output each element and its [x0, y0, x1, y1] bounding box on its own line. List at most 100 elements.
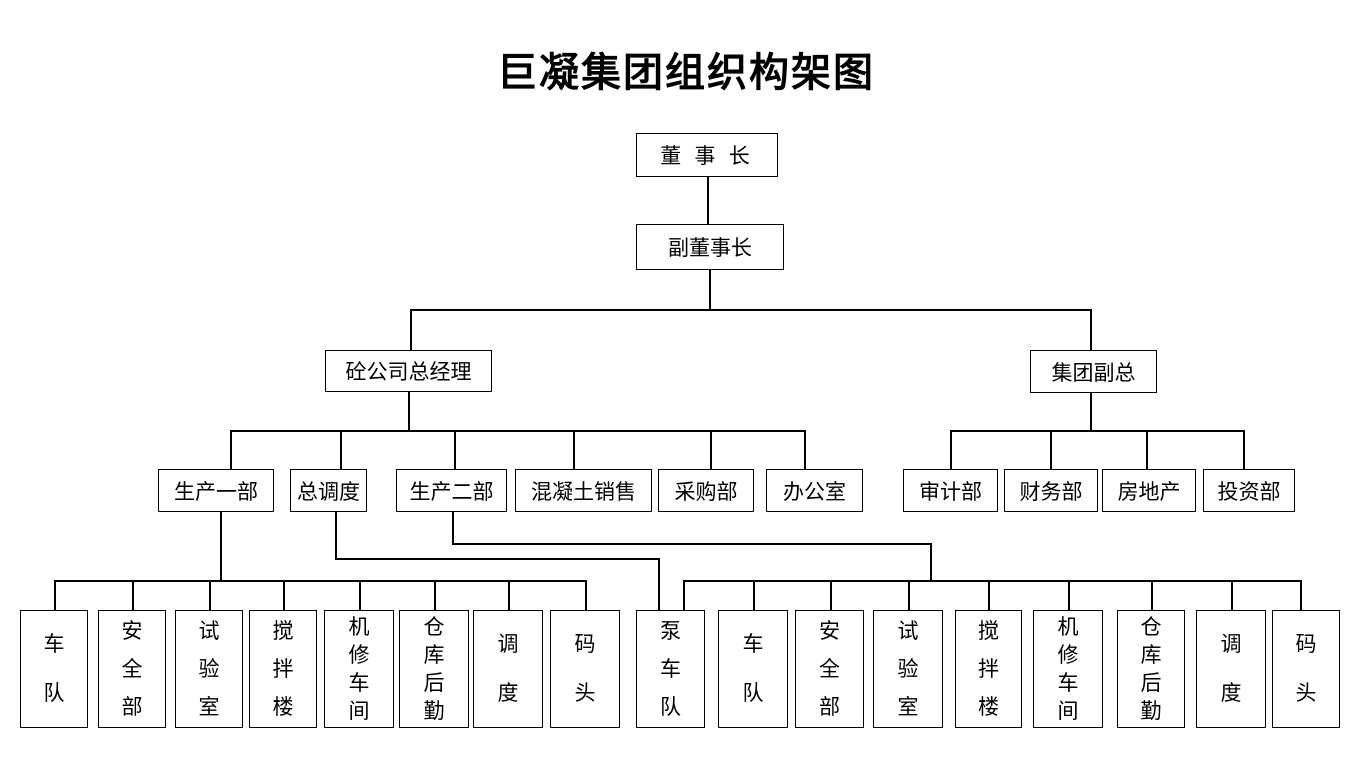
connector-line — [950, 430, 952, 469]
connector-line — [585, 580, 587, 610]
connector-line — [452, 543, 931, 545]
org-node-repair-workshop-left[interactable]: 机修车间 — [324, 610, 394, 728]
connector-line — [1146, 430, 1148, 469]
org-node-mixing-tower-left[interactable]: 搅拌楼 — [249, 610, 317, 728]
connector-line — [1090, 309, 1092, 350]
org-node-label: 车队 — [43, 632, 65, 705]
org-node-label: 投资部 — [1217, 479, 1281, 504]
org-node-label: 仓库后勤 — [1140, 615, 1162, 723]
org-node-label: 码头 — [574, 632, 596, 705]
org-node-safety-dept-right[interactable]: 安全部 — [795, 610, 864, 728]
org-node-label: 生产一部 — [174, 479, 258, 504]
org-node-label: 车队 — [742, 632, 764, 705]
org-node-label: 泵车队 — [660, 619, 681, 719]
org-node-label: 采购部 — [674, 479, 738, 504]
org-node-mixing-tower-right[interactable]: 搅拌楼 — [955, 610, 1022, 728]
connector-line — [452, 512, 454, 543]
connector-line — [1050, 430, 1052, 469]
org-node-chairman[interactable]: 董 事 长 — [636, 133, 778, 177]
org-node-label: 试验室 — [897, 619, 919, 719]
connector-line — [359, 580, 361, 610]
connector-line — [230, 430, 805, 432]
org-node-chief-dispatch[interactable]: 总调度 — [290, 469, 367, 512]
org-node-test-lab-right[interactable]: 试验室 — [873, 610, 943, 728]
org-node-label: 总调度 — [297, 479, 360, 504]
org-node-dock-right[interactable]: 码头 — [1272, 610, 1340, 728]
org-node-label: 码头 — [1295, 632, 1317, 705]
org-node-warehouse-left[interactable]: 仓库后勤 — [399, 610, 469, 728]
connector-line — [709, 270, 711, 309]
connector-line — [658, 558, 660, 610]
connector-line — [710, 430, 712, 469]
org-node-label: 搅拌楼 — [978, 619, 999, 719]
connector-line — [209, 580, 211, 610]
connector-line — [283, 580, 285, 610]
org-node-label: 搅拌楼 — [272, 619, 294, 719]
connector-line — [410, 309, 412, 350]
connector-line — [804, 430, 806, 469]
org-node-label: 机修车间 — [1057, 615, 1079, 723]
connector-line — [1231, 580, 1233, 610]
org-node-investment-dept[interactable]: 投资部 — [1203, 469, 1295, 512]
org-node-label: 生产二部 — [409, 479, 494, 504]
connector-line — [335, 558, 659, 560]
connector-line — [54, 580, 586, 582]
connector-line — [1068, 580, 1070, 610]
org-node-office[interactable]: 办公室 — [766, 469, 863, 512]
org-node-audit-dept[interactable]: 审计部 — [903, 469, 998, 512]
org-node-fleet-right[interactable]: 车队 — [718, 610, 788, 728]
org-node-label: 仓库后勤 — [423, 615, 445, 723]
org-node-label: 安全部 — [819, 619, 840, 719]
org-node-label: 调度 — [1220, 632, 1242, 705]
org-node-test-lab-left[interactable]: 试验室 — [175, 610, 243, 728]
org-node-group-deputy-gm[interactable]: 集团副总 — [1030, 350, 1157, 393]
connector-line — [1300, 580, 1302, 610]
org-node-warehouse-right[interactable]: 仓库后勤 — [1117, 610, 1185, 728]
chart-title: 巨凝集团组织构架图 — [497, 50, 875, 95]
org-node-label: 房地产 — [1117, 479, 1181, 504]
org-node-finance-dept[interactable]: 财务部 — [1004, 469, 1098, 512]
org-node-label: 砼公司总经理 — [345, 360, 472, 384]
connector-line — [220, 512, 222, 580]
connector-line — [1151, 580, 1153, 610]
org-node-label: 机修车间 — [348, 615, 370, 723]
org-node-dock-left[interactable]: 码头 — [550, 610, 620, 728]
org-node-fleet-left[interactable]: 车队 — [20, 610, 88, 728]
connector-line — [1243, 430, 1245, 469]
org-node-label: 董 事 长 — [660, 144, 754, 168]
connector-line — [1090, 393, 1092, 430]
org-node-label: 财务部 — [1019, 479, 1083, 504]
connector-line — [950, 430, 1244, 432]
org-node-label: 混凝土销售 — [531, 479, 636, 504]
connector-line — [434, 580, 436, 610]
connector-line — [408, 392, 410, 430]
org-node-real-estate[interactable]: 房地产 — [1102, 469, 1196, 512]
connector-line — [830, 580, 832, 610]
connector-line — [340, 430, 342, 469]
org-node-concrete-sales[interactable]: 混凝土销售 — [515, 469, 652, 512]
connector-line — [930, 543, 932, 581]
connector-line — [132, 580, 134, 610]
org-node-concrete-company-gm[interactable]: 砼公司总经理 — [325, 350, 492, 392]
org-node-production-dept-2[interactable]: 生产二部 — [396, 469, 507, 512]
connector-line — [988, 580, 990, 610]
connector-line — [908, 580, 910, 610]
org-node-label: 集团副总 — [1051, 360, 1136, 385]
org-node-vice-chairman[interactable]: 副董事长 — [636, 224, 784, 270]
org-node-repair-workshop-right[interactable]: 机修车间 — [1033, 610, 1103, 728]
org-node-production-dept-1[interactable]: 生产一部 — [158, 469, 274, 512]
connector-line — [573, 430, 575, 469]
connector-line — [707, 177, 709, 224]
org-node-dispatch-left[interactable]: 调度 — [473, 610, 543, 728]
org-node-dispatch-right[interactable]: 调度 — [1196, 610, 1266, 728]
org-node-pump-truck-fleet[interactable]: 泵车队 — [636, 610, 705, 728]
org-node-label: 办公室 — [783, 479, 846, 504]
org-node-purchasing-dept[interactable]: 采购部 — [658, 469, 754, 512]
org-node-label: 调度 — [497, 632, 519, 705]
org-node-safety-dept-left[interactable]: 安全部 — [98, 610, 166, 728]
connector-line — [508, 580, 510, 610]
org-node-label: 审计部 — [919, 479, 982, 504]
connector-line — [454, 430, 456, 469]
org-node-label: 试验室 — [198, 619, 220, 719]
